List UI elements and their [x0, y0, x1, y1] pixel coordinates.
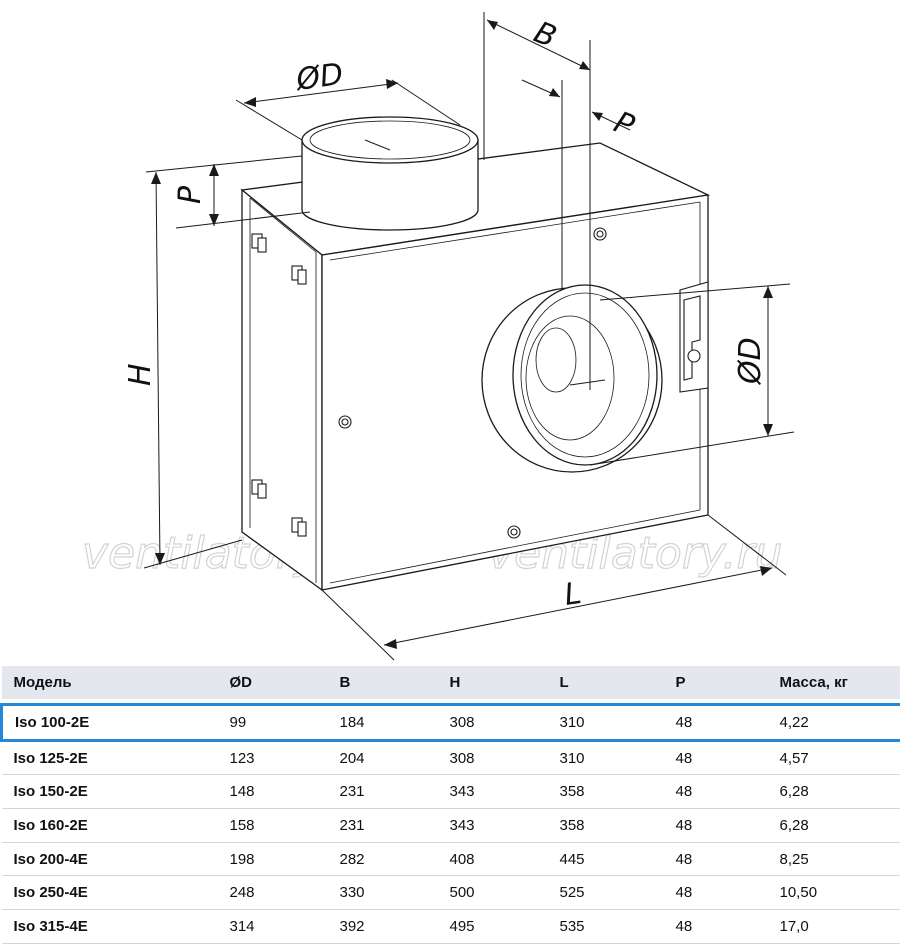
cell-mass: 10,50	[768, 876, 900, 910]
cell-b: 204	[328, 740, 438, 775]
cell-b: 330	[328, 876, 438, 910]
cell-model: Iso 315-4E	[2, 910, 218, 944]
cell-h: 500	[438, 876, 548, 910]
cell-diameter: 248	[218, 876, 328, 910]
cell-h: 343	[438, 809, 548, 843]
top-spigot	[302, 117, 478, 230]
cell-model: Iso 160-2E	[2, 809, 218, 843]
cell-mass: 17,0	[768, 910, 900, 944]
cell-p: 48	[664, 740, 768, 775]
cell-model: Iso 125-2E	[2, 740, 218, 775]
cell-p: 48	[664, 775, 768, 809]
cell-l: 445	[548, 842, 664, 876]
cell-l: 525	[548, 876, 664, 910]
cell-b: 282	[328, 842, 438, 876]
cell-h: 408	[438, 842, 548, 876]
cell-l: 310	[548, 705, 664, 741]
cell-diameter: 314	[218, 910, 328, 944]
header-diameter: ØD	[218, 666, 328, 699]
cell-h: 495	[438, 910, 548, 944]
dim-label-h: H	[123, 363, 158, 386]
cell-diameter: 198	[218, 842, 328, 876]
cell-b: 231	[328, 775, 438, 809]
cell-l: 535	[548, 910, 664, 944]
cell-mass: 4,57	[768, 740, 900, 775]
cell-p: 48	[664, 876, 768, 910]
cell-mass: 4,22	[768, 705, 900, 741]
technical-drawing: ventilatory.ru ventilatory.ru	[0, 0, 900, 665]
terminal-bracket	[680, 282, 708, 392]
cell-mass: 8,25	[768, 842, 900, 876]
cell-b: 184	[328, 705, 438, 741]
cell-diameter: 123	[218, 740, 328, 775]
cell-diameter: 148	[218, 775, 328, 809]
cell-h: 308	[438, 740, 548, 775]
cell-p: 48	[664, 705, 768, 741]
header-model: Модель	[2, 666, 218, 699]
header-h: H	[438, 666, 548, 699]
cell-b: 392	[328, 910, 438, 944]
dim-label-diameter-top: ØD	[292, 57, 345, 98]
cell-h: 308	[438, 705, 548, 741]
cell-p: 48	[664, 910, 768, 944]
dim-label-diameter-side: ØD	[733, 337, 768, 386]
dim-label-p-left: P	[173, 185, 208, 204]
cell-diameter: 99	[218, 705, 328, 741]
dim-label-b: B	[529, 15, 561, 55]
cell-h: 343	[438, 775, 548, 809]
cell-mass: 6,28	[768, 775, 900, 809]
header-l: L	[548, 666, 664, 699]
cell-model: Iso 250-4E	[2, 876, 218, 910]
dim-label-p-top: P	[609, 105, 640, 145]
cell-p: 48	[664, 809, 768, 843]
cell-diameter: 158	[218, 809, 328, 843]
header-p: P	[664, 666, 768, 699]
header-b: B	[328, 666, 438, 699]
dim-label-l: L	[562, 576, 583, 613]
cell-b: 231	[328, 809, 438, 843]
header-mass: Масса, кг	[768, 666, 900, 699]
cell-l: 358	[548, 809, 664, 843]
table-header-row: Модель ØD B H L P Масса, кг	[2, 666, 900, 699]
cell-model: Iso 200-4E	[2, 842, 218, 876]
cell-model: Iso 150-2E	[2, 775, 218, 809]
cell-l: 358	[548, 775, 664, 809]
fan-box-diagram: ventilatory.ru ventilatory.ru	[0, 0, 900, 665]
cell-p: 48	[664, 842, 768, 876]
cell-l: 310	[548, 740, 664, 775]
cell-model: Iso 100-2E	[2, 705, 218, 741]
cell-mass: 6,28	[768, 809, 900, 843]
